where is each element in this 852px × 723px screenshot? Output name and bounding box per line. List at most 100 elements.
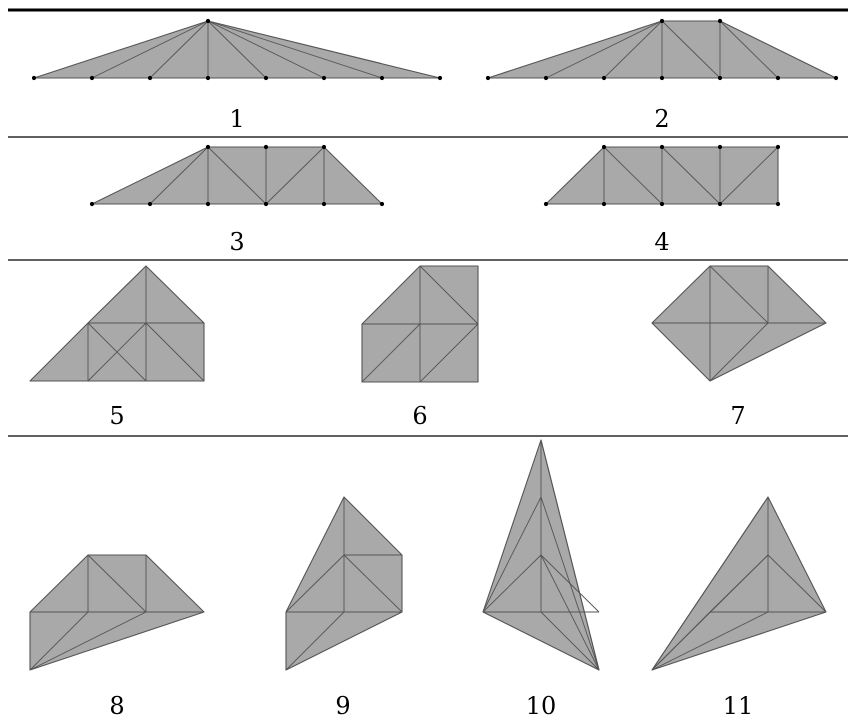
shape-10-edge [540, 611, 600, 671]
shape-8-edge [29, 611, 147, 671]
shape-2-vertex [543, 75, 549, 81]
shape-8-edge [29, 611, 89, 671]
shape-6-edge [361, 323, 421, 383]
shape-10-edge [482, 554, 542, 613]
shape-4-edge [661, 146, 721, 205]
figure-label-4: 4 [654, 228, 669, 256]
shape-9 [285, 496, 403, 671]
figure-label-11: 11 [723, 692, 754, 720]
shape-9-edge [343, 554, 403, 613]
shape-4-vertex [717, 201, 723, 207]
shape-1-vertex [321, 75, 327, 81]
shape-3-vertex [321, 144, 327, 150]
shape-3-vertex [205, 201, 211, 207]
shape-2 [485, 18, 839, 81]
figure-label-5: 5 [109, 402, 124, 430]
shape-5-edge [145, 322, 205, 382]
shape-1-vertex [205, 18, 211, 24]
shape-2-edge [661, 20, 721, 79]
shape-2-vertex [833, 75, 839, 81]
shape-3-vertex [379, 201, 385, 207]
shape-4-vertex [659, 144, 665, 150]
shape-6 [361, 265, 479, 383]
figure-label-6: 6 [412, 402, 427, 430]
shape-10-edge [540, 554, 600, 671]
shape-1-vertex [379, 75, 385, 81]
figure-label-8: 8 [109, 692, 124, 720]
shape-1-vertex [31, 75, 37, 81]
shape-4-vertex [543, 201, 549, 207]
shape-4-vertex [775, 201, 781, 207]
shape-1-edge [149, 20, 209, 79]
separator-rules [8, 8, 848, 437]
shape-5 [29, 265, 205, 382]
shape-7-outline [651, 265, 827, 382]
shape-1-vertex [89, 75, 95, 81]
shape-3-edge [265, 146, 325, 205]
shape-1-vertex [437, 75, 443, 81]
shape-3-vertex [205, 144, 211, 150]
figure-labels: 1 2 3 4 5 6 7 8 9 10 11 [109, 105, 753, 720]
figure-label-3: 3 [229, 228, 244, 256]
shape-4-vertex [717, 144, 723, 150]
shape-11-edge [651, 496, 769, 671]
shape-5-edge [87, 322, 147, 382]
shape-9-edge [285, 611, 345, 671]
shape-3-vertex [147, 201, 153, 207]
shape-1-edge [91, 20, 209, 79]
shape-3-vertex [89, 201, 95, 207]
shape-7 [651, 265, 827, 382]
shape-8 [29, 554, 205, 671]
shape-10-edge [482, 496, 542, 613]
shape-3 [89, 144, 385, 207]
figure-label-1: 1 [229, 105, 244, 133]
shape-11-edge [651, 611, 711, 671]
shape-10-edge [540, 439, 600, 671]
shape-2-vertex [659, 75, 665, 81]
shape-2-vertex [601, 75, 607, 81]
shape-3-edge [207, 146, 267, 205]
shape-11-edge [767, 554, 827, 613]
shape-4 [543, 144, 781, 207]
shape-10 [482, 439, 600, 671]
shape-9-edge [285, 554, 345, 613]
shape-3-edge [149, 146, 209, 205]
shape-1-vertex [147, 75, 153, 81]
shape-2-edge [545, 20, 663, 79]
shape-4-vertex [601, 201, 607, 207]
shape-3-vertex [263, 201, 269, 207]
shape-1-vertex [205, 75, 211, 81]
shape-2-edge [719, 20, 779, 79]
shape-2-edge [603, 20, 663, 79]
shape-11-edge [651, 611, 769, 671]
shape-4-edge [719, 146, 779, 205]
figure-label-9: 9 [335, 692, 350, 720]
shape-8-edge [87, 554, 147, 613]
triangulated-shapes [29, 18, 839, 671]
figure-label-10: 10 [526, 692, 557, 720]
shape-10-edge [540, 496, 600, 671]
figure-label-7: 7 [730, 402, 745, 430]
shape-2-vertex [775, 75, 781, 81]
shape-1-vertex [263, 75, 269, 81]
shape-1 [31, 18, 443, 81]
shape-5-outline [29, 265, 205, 382]
shape-7-edge [709, 322, 769, 382]
shape-3-vertex [263, 144, 269, 150]
figure-label-2: 2 [654, 105, 669, 133]
shape-6-edge [419, 323, 479, 383]
shape-4-edge [603, 146, 663, 205]
shape-11 [651, 496, 827, 671]
shape-1-edge [207, 20, 325, 79]
shape-4-vertex [775, 144, 781, 150]
shape-2-vertex [659, 18, 665, 24]
shape-6-edge [419, 265, 479, 325]
shape-2-vertex [717, 75, 723, 81]
shape-8-outline [29, 554, 205, 671]
shape-1-edge [207, 20, 267, 79]
shape-2-vertex [717, 18, 723, 24]
shape-4-vertex [659, 201, 665, 207]
shape-1-edge [207, 20, 383, 79]
shape-4-vertex [601, 144, 607, 150]
